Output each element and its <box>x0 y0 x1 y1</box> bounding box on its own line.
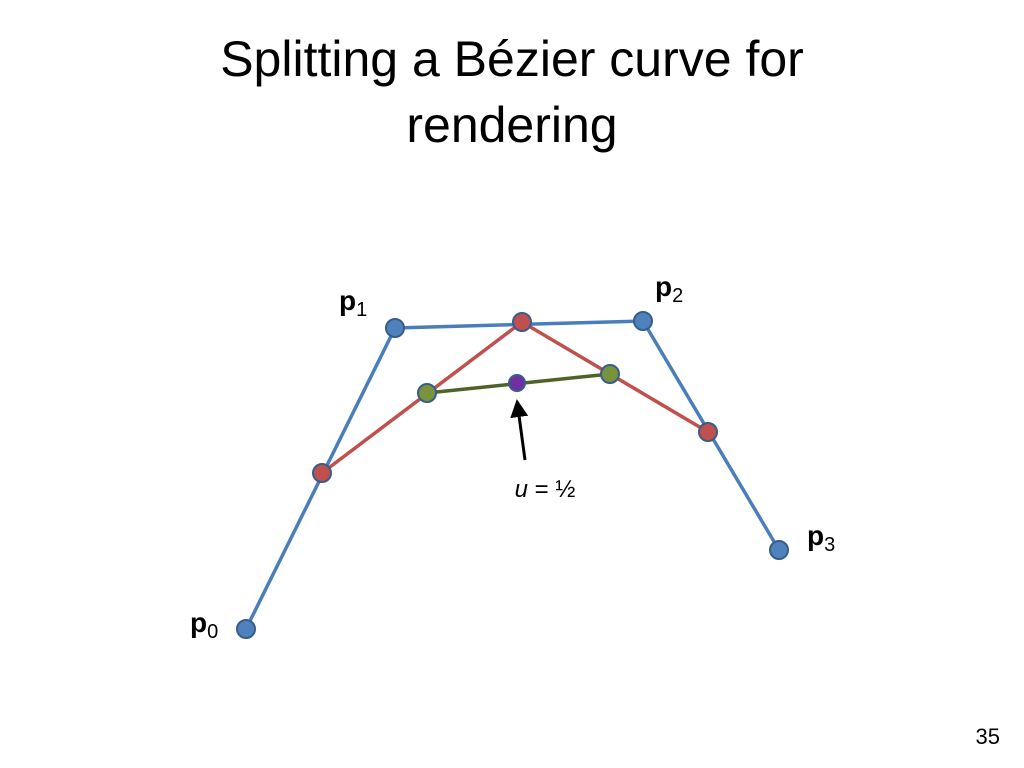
control-point-p0 <box>236 619 256 639</box>
slide-number: 35 <box>975 724 1000 749</box>
second-level-point-left <box>417 383 437 403</box>
slide-title: Splitting a Bézier curve for rendering <box>80 26 944 158</box>
midpoint-p0-p1 <box>312 463 332 483</box>
label-p3: p3 <box>807 520 835 556</box>
label-p0: p0 <box>190 607 218 643</box>
control-point-p1 <box>385 318 405 338</box>
second-level-point-right <box>600 364 620 384</box>
slide-title-line-1: Splitting a Bézier curve for <box>220 31 804 87</box>
label-p1: p1 <box>339 285 367 321</box>
split-parameter-label: u = ½ <box>515 476 576 503</box>
first-level-lines <box>320 320 709 475</box>
midpoint-p2-p3 <box>698 422 718 442</box>
label-p2: p2 <box>655 271 683 307</box>
control-point-p3 <box>769 540 789 560</box>
split-point <box>508 374 526 392</box>
control-point-p2 <box>633 311 653 331</box>
slide-title-line-2: rendering <box>406 97 618 153</box>
split-point-arrow <box>510 399 529 461</box>
midpoint-p1-p2 <box>512 312 532 332</box>
